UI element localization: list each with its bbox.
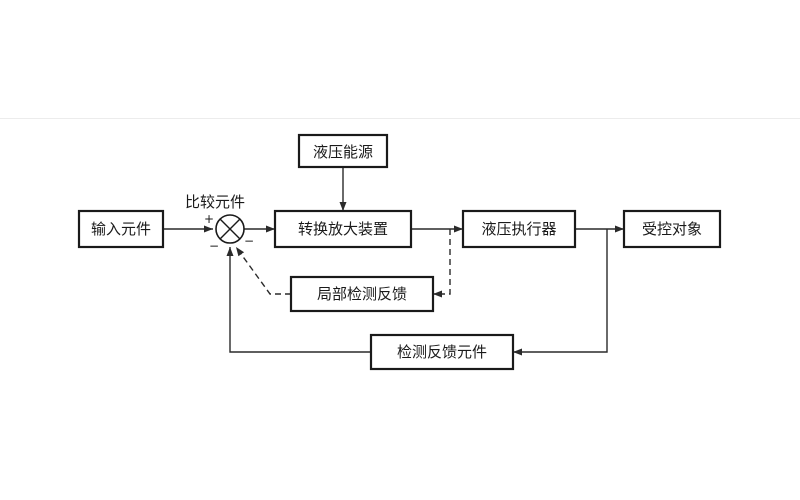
block-plant: 受控对象 [622, 209, 722, 249]
block-local-feedback-label: 局部检测反馈 [317, 285, 407, 303]
arrow-actuator-to-local-feedback [433, 229, 451, 298]
block-feedback-label: 检测反馈元件 [397, 343, 487, 361]
block-converter: 转换放大装置 [273, 209, 413, 249]
block-input: 输入元件 [77, 209, 165, 249]
minus-sign-main: − [209, 239, 219, 253]
block-actuator-label: 液压执行器 [481, 220, 556, 238]
arrow-feedback-to-comparator [226, 247, 371, 353]
plus-sign: + [204, 212, 214, 226]
block-input-label: 输入元件 [91, 220, 151, 238]
minus-sign-local: − [244, 234, 254, 248]
block-local-feedback: 局部检测反馈 [289, 275, 435, 313]
block-plant-label: 受控对象 [642, 220, 702, 238]
arrow-plant-to-feedback [513, 229, 608, 356]
block-power-label: 液压能源 [313, 143, 373, 161]
block-converter-label: 转换放大装置 [298, 220, 388, 238]
header-band [0, 0, 800, 119]
junction-cross-b [219, 218, 241, 240]
comparator-label: 比较元件 [185, 193, 245, 211]
comparator-node [215, 214, 245, 244]
block-feedback: 检测反馈元件 [369, 333, 515, 371]
block-actuator: 液压执行器 [461, 209, 577, 249]
block-power: 液压能源 [297, 133, 389, 169]
arrow-local-feedback-to-comparator [235, 246, 291, 295]
